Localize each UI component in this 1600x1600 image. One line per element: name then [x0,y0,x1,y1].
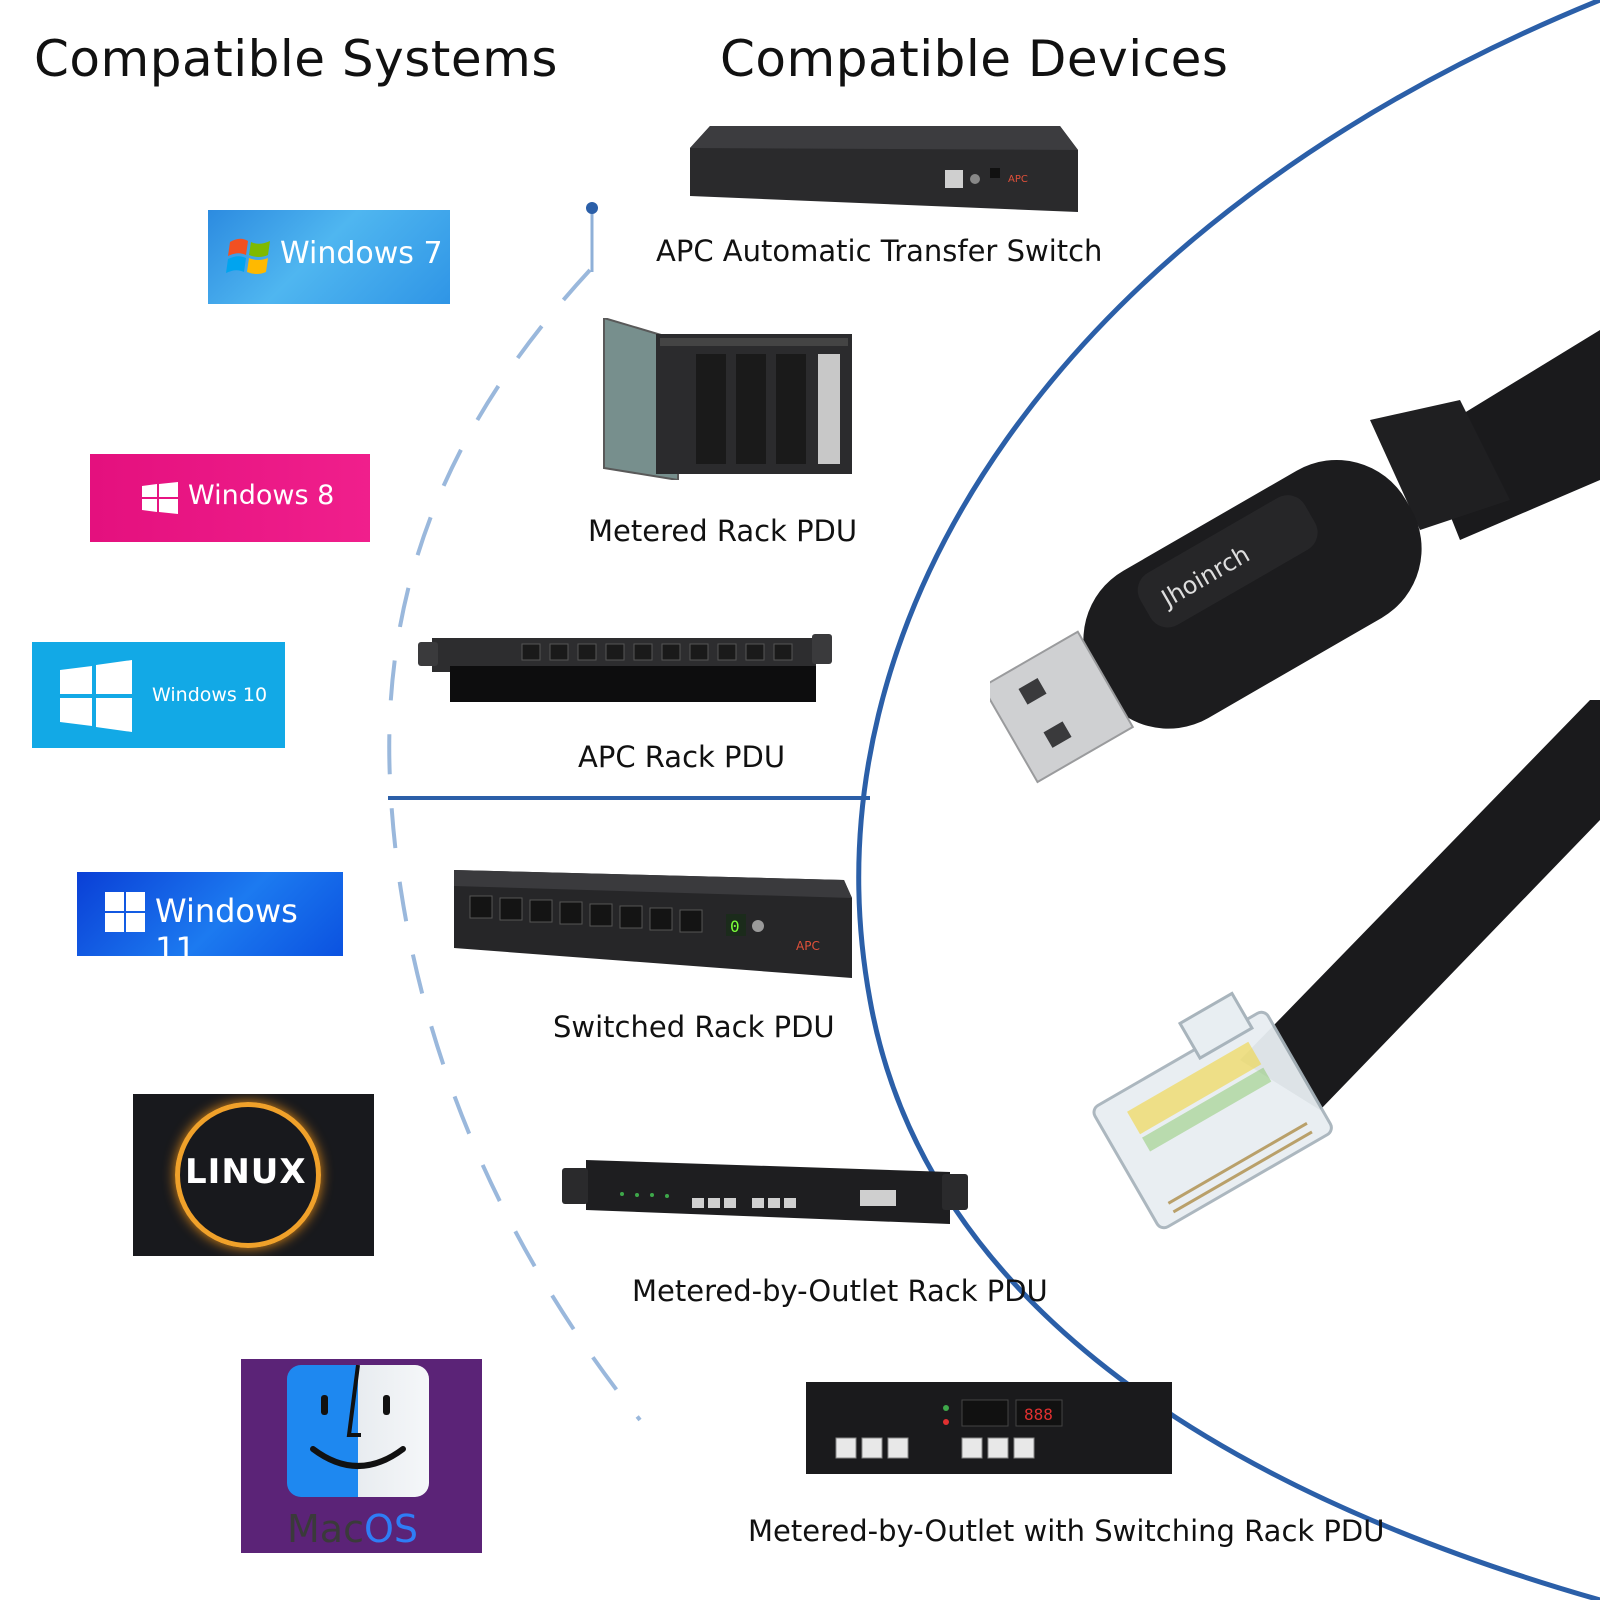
svg-text:0: 0 [730,917,740,936]
switched-rack-pdu-image: 0 APC [454,870,852,978]
finder-face-icon [287,1365,429,1497]
device-label-metered-by-outlet-rack-pdu: Metered-by-Outlet Rack PDU [632,1274,1048,1308]
device-label-ats: APC Automatic Transfer Switch [656,234,1103,268]
svg-text:888: 888 [1024,1405,1053,1424]
windows-10-logo: Windows 10 [32,642,285,748]
macos-label-mac: Mac [287,1507,364,1551]
dashed-arc [387,268,642,1422]
automatic-transfer-switch-image: APC [690,126,1078,212]
device-label-metered-by-outlet-switching-rack-pdu: Metered-by-Outlet with Switching Rack PD… [748,1514,1385,1548]
windows-10-label: Windows 10 [152,684,268,706]
windows-8-logo: Windows 8 [90,454,370,542]
windows-tile-icon [105,892,145,932]
apc-rack-pdu-image [418,634,832,702]
windows-7-logo: Windows 7 [208,210,450,304]
macos-label-os: OS [363,1507,418,1551]
windows-tile-icon [142,482,178,514]
usb-rj45-cable-image: Jhoinrch [990,330,1600,1230]
device-label-apc-rack-pdu: APC Rack PDU [578,740,786,774]
macos-label: MacOS [287,1507,418,1551]
windows-7-label: Windows 7 [280,236,443,271]
macos-logo: MacOS [241,1359,482,1553]
connector-dot [586,202,598,214]
metered-by-outlet-switching-rack-pdu-image: 888 [806,1382,1172,1474]
metered-by-outlet-rack-pdu-image [562,1160,968,1224]
windows-11-logo: Windows 11 [77,872,343,956]
compatible-devices-heading: Compatible Devices [720,30,1229,88]
svg-text:APC: APC [1008,174,1028,185]
svg-text:APC: APC [796,939,820,953]
compatible-systems-heading: Compatible Systems [34,30,558,88]
linux-ring-icon [175,1102,321,1248]
windows-8-label: Windows 8 [188,480,335,511]
linux-logo: LINUX [133,1094,374,1256]
linux-label: LINUX [185,1152,307,1192]
device-label-switched-rack-pdu: Switched Rack PDU [553,1010,835,1044]
device-label-metered-rack-pdu: Metered Rack PDU [588,514,858,548]
windows-tile-icon [60,660,132,732]
windows-flag-icon [226,238,270,274]
windows-11-label: Windows 11 [155,892,298,956]
metered-rack-pdu-image [603,318,852,480]
blue-arc [856,0,1600,1600]
